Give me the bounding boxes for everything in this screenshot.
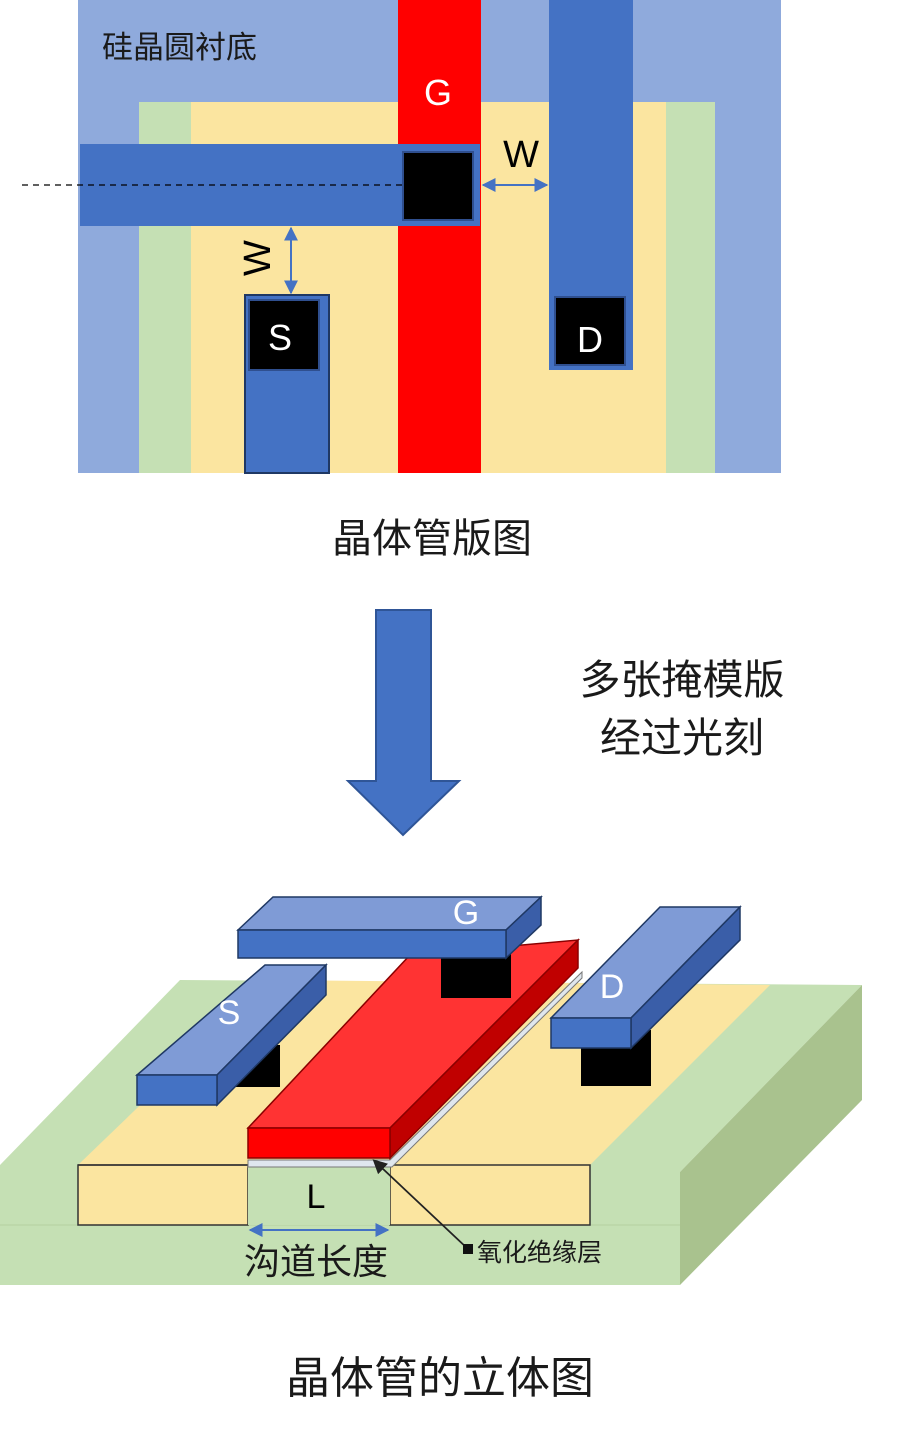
drain-label-layout: D [577,319,603,360]
width-label-right: W [503,134,539,176]
gate-contact-3d [441,952,511,998]
channel-length-caption: 沟道长度 [244,1242,388,1283]
length-label: L [307,1178,326,1216]
drain-contact [554,296,626,366]
drain-bar-front [550,1017,632,1049]
gate-poly-front [247,1127,391,1159]
substrate-label: 硅晶圆衬底 [102,30,257,66]
channel-gap [248,1165,390,1225]
oxide-pointer-bullet [463,1244,473,1254]
oxide-pointer-line [372,1159,469,1250]
gate-bar-top [236,896,543,931]
three-d-diagram: G S D L 沟道长度 氧化绝缘层 晶体管的立体图 [0,894,862,1404]
oxide-layer [247,970,583,1168]
layout-caption: 晶体管版图 [332,516,532,562]
process-line2: 经过光刻 [600,714,764,762]
oxide-caption: 氧化绝缘层 [477,1238,602,1267]
source-bar-front [136,1074,218,1106]
source-label-3d: S [218,994,241,1032]
active-front-left [77,1164,249,1226]
process-line1: 多张掩模版 [580,656,785,704]
substrate-right-face [680,985,862,1285]
gate-bar-front [237,929,507,959]
gate-contact [402,151,474,221]
three-d-caption: 晶体管的立体图 [286,1353,594,1404]
process-step: 多张掩模版 经过光刻 [345,609,785,837]
gate-poly-strip [398,0,481,473]
down-arrow [345,609,462,837]
drain-label-3d: D [600,968,625,1006]
width-label-left: W [237,240,279,276]
source-label-layout: S [268,317,292,358]
gate-label-layout: G [424,72,452,113]
layout-diagram: 硅晶圆衬底 G D S W W 晶体管版图 [22,0,781,562]
source-contact [248,299,320,371]
gate-label-3d: G [453,894,479,932]
active-front-right [389,1164,591,1226]
